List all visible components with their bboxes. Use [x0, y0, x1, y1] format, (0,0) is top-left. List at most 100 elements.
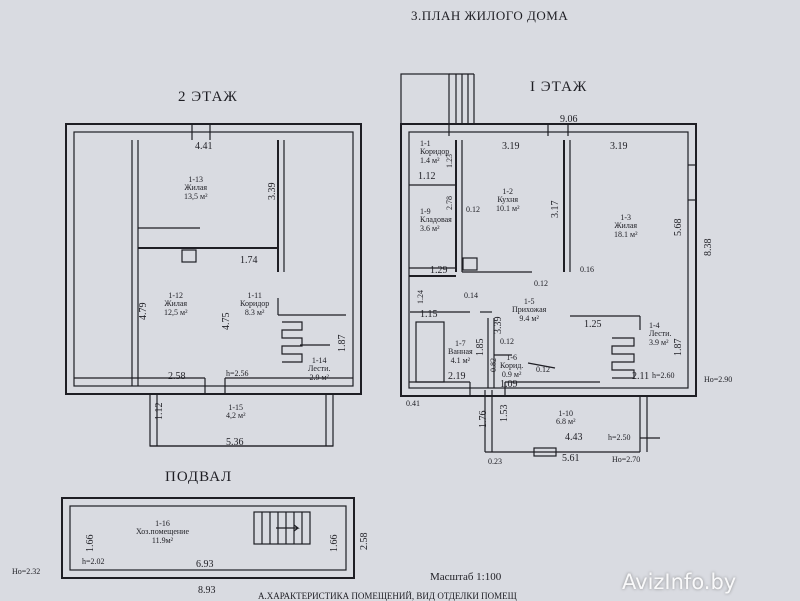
room-name: Жилая: [614, 221, 638, 231]
room-area: 3.6 м²: [420, 223, 440, 233]
dimension-label: 1.15: [420, 309, 438, 320]
dimension-label: 0.12: [534, 279, 548, 288]
page-title: 3.ПЛАН ЖИЛОГО ДОМА: [411, 8, 569, 23]
dimension-label: 0.14: [464, 291, 478, 300]
room-1-16-label: 1-16 Хоз.помещение 11.9м²: [136, 519, 189, 545]
height-label: Ho=2.32: [12, 567, 41, 576]
dimension-label: 4.75: [221, 312, 232, 331]
basement-heading: ПОДВАЛ: [165, 469, 233, 485]
room-id: 1-3: [620, 213, 632, 222]
height-label: h=2.56: [226, 369, 249, 378]
height-label: h=2.02: [82, 557, 105, 566]
dimension-label: 5.36: [226, 437, 244, 448]
room-id: 1-16: [155, 519, 170, 528]
room-id: 1-15: [228, 403, 244, 412]
scale-label: Масштаб 1:100: [430, 571, 502, 583]
dimension-label: 0.12: [466, 205, 480, 214]
dimension-label: 3.39: [493, 316, 504, 335]
room-1-9-label: 1-9 Кладовая 3.6 м²: [420, 207, 452, 233]
room-1-4-label: 1-4 Лести. 3.9 м²: [649, 321, 672, 347]
room-1-15-label: 1-15 4,2 м²: [226, 403, 245, 421]
height-label: Ho=2.90: [704, 375, 733, 384]
dimension-label: 1.24: [416, 290, 425, 304]
room-1-2-label: 1-2 Кухня 10.1 м²: [496, 187, 519, 213]
room-area: 3.9 м²: [649, 337, 669, 347]
room-id: 1-6: [506, 353, 517, 362]
dimension-label: 2.58: [168, 371, 186, 382]
room-id: 1-5: [523, 297, 535, 306]
room-id: 1-10: [558, 409, 574, 418]
room-name: Лести.: [649, 329, 672, 339]
room-name: Кладовая: [420, 215, 452, 225]
room-1-11-label: 1-11 Коридор 8.3 м²: [240, 291, 270, 317]
room-1-5-label: 1-5 Прихожая 9.4 м²: [512, 297, 546, 323]
dimension-label: 2.11: [632, 371, 650, 382]
dimension-label: 0.16: [580, 265, 594, 274]
room-1-13-label: 1-13 Жилая 13,5 м²: [184, 175, 208, 201]
room-area: 6.8 м²: [556, 417, 576, 427]
room-area: 0.9 м²: [501, 369, 522, 379]
room-id: 1-1: [420, 139, 431, 148]
dimension-label: 1.87: [673, 338, 684, 357]
room-name: Хоз.помещение: [136, 527, 189, 537]
dimension-label: 1.53: [499, 404, 510, 423]
dimension-label: 8.38: [703, 238, 714, 257]
room-name: Коридор: [420, 147, 450, 157]
dimension-label: 6.93: [196, 559, 214, 570]
dimension-label: 3.19: [610, 141, 628, 152]
dimension-label: 0.12: [536, 365, 550, 374]
second-floor-plan: [65, 123, 362, 447]
room-id: 1-13: [188, 175, 204, 184]
room-name: Лести.: [308, 364, 331, 374]
room-name: Ванная: [448, 347, 473, 357]
dimension-label: 0.12: [500, 337, 514, 346]
room-id: 1-11: [247, 291, 262, 300]
dimension-label: 3.19: [502, 141, 520, 152]
dimension-label: 0.23: [488, 457, 502, 466]
room-1-10-label: 1-10 6.8 м²: [556, 409, 576, 427]
dimension-label: 3.17: [550, 200, 561, 219]
height-label: h=2.50: [608, 433, 631, 442]
dimension-label: 1.12: [154, 402, 165, 421]
room-name: Кухня: [497, 195, 519, 205]
room-area: 9.4 м²: [519, 313, 539, 323]
room-id: 1-2: [502, 187, 514, 196]
room-name: Коридор: [240, 299, 270, 309]
dimension-label: 1.87: [337, 334, 348, 353]
watermark-logo: AvizInfo.by: [622, 570, 737, 594]
dimension-label: 1.74: [240, 255, 258, 266]
room-id: 1-7: [455, 339, 466, 348]
room-1-3-label: 1-3 Жилая 18.1 м²: [614, 213, 638, 239]
room-id: 1-9: [420, 207, 431, 216]
room-area: 2.9 м²: [309, 372, 329, 382]
room-id: 1-4: [649, 321, 660, 330]
room-id: 1-12: [168, 291, 184, 300]
dimension-label: 2.19: [448, 371, 466, 382]
dimension-label: 0.41: [406, 399, 420, 408]
height-label: Ho=2.70: [612, 455, 641, 464]
first-floor-heading: I ЭТАЖ: [530, 79, 588, 95]
dimension-label: 4.79: [138, 302, 149, 321]
dimension-label: 0.82: [489, 358, 498, 372]
dimension-label: 1.12: [418, 171, 436, 182]
dimension-label: 1.66: [329, 534, 340, 553]
dimension-label: 5.68: [673, 218, 684, 237]
dimension-label: 1.66: [85, 534, 96, 553]
dimension-label: 1.09: [500, 379, 518, 390]
room-name: Жилая: [164, 299, 188, 309]
room-area: 18.1 м²: [614, 229, 638, 239]
room-name: Жилая: [184, 183, 208, 193]
room-area: 12,5 м²: [164, 307, 188, 317]
dimension-label: 1.76: [478, 410, 489, 429]
dimension-label: 1.29: [430, 265, 448, 276]
dimension-label: 1.85: [475, 338, 486, 357]
dimension-label: 1.23: [445, 154, 454, 168]
dimension-label: 4.43: [565, 432, 583, 443]
basement-plan: [61, 497, 355, 579]
dimension-label: 2.78: [445, 196, 454, 210]
room-area: 8.3 м²: [244, 307, 265, 317]
height-label: h=2.60: [652, 371, 675, 380]
room-id: 1-14: [311, 356, 327, 365]
